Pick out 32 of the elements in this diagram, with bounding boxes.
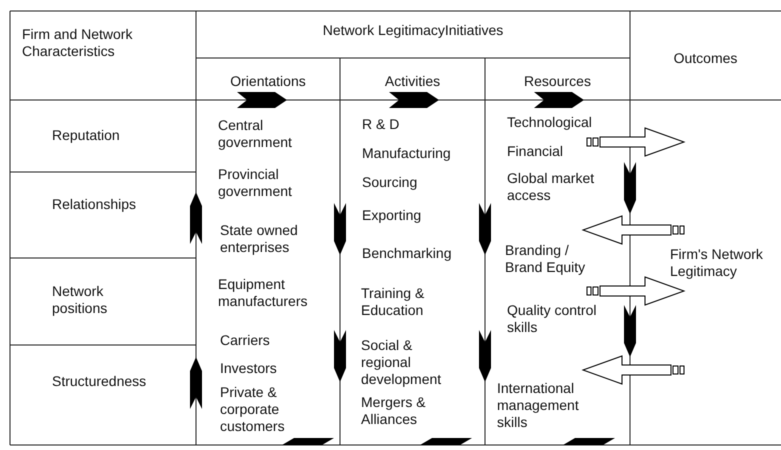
list-item: Training & Education <box>361 285 426 319</box>
list-item: Financial <box>507 143 564 160</box>
column-header: Outcomes <box>672 50 738 67</box>
list-item: Network positions <box>52 283 108 317</box>
column-header: Activities <box>384 73 442 90</box>
list-item: Sourcing <box>362 174 418 191</box>
list-item: R & D <box>362 116 400 133</box>
list-item: Relationships <box>52 196 138 213</box>
outcome-text: Firm's Network Legitimacy <box>670 246 764 280</box>
list-item: Structuredness <box>52 373 148 390</box>
list-item: State owned enterprises <box>220 222 299 256</box>
list-item: Private & corporate customers <box>220 384 286 435</box>
list-item: Central government <box>218 117 293 151</box>
list-item: Provincial government <box>218 166 293 200</box>
list-item: Exporting <box>362 207 422 224</box>
column-header: Network LegitimacyInitiatives <box>322 22 504 39</box>
list-item: Branding / Brand Equity <box>505 242 586 276</box>
column-header: Orientations <box>229 73 307 90</box>
list-item: Investors <box>220 360 278 377</box>
list-item: Benchmarking <box>362 245 452 262</box>
list-item: Equipment manufacturers <box>218 276 308 310</box>
list-item: Reputation <box>52 127 121 144</box>
list-item: Quality control skills <box>507 302 598 336</box>
list-item: Mergers & Alliances <box>361 394 427 428</box>
column-header: Resources <box>523 73 592 90</box>
list-item: Global market access <box>507 170 596 204</box>
list-item: Manufacturing <box>362 145 452 162</box>
column-header: Firm and Network Characteristics <box>22 26 134 60</box>
list-item: Technological <box>507 114 593 131</box>
list-item: Social & regional development <box>361 337 442 388</box>
list-item: International management skills <box>497 380 580 431</box>
list-item: Carriers <box>220 332 271 349</box>
